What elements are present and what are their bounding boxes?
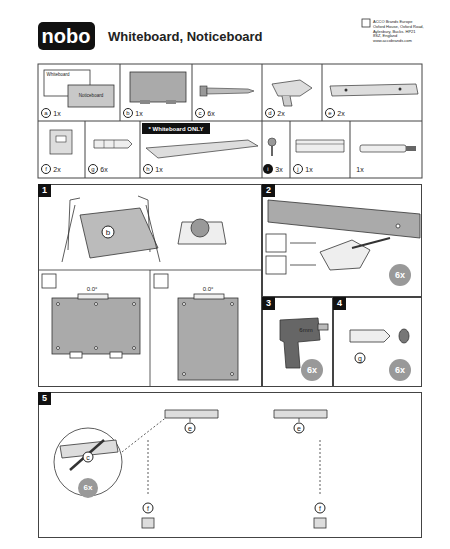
quantity-badge: 6x <box>395 366 405 375</box>
quantity-label: 2x <box>53 166 60 173</box>
part-letter: c <box>195 108 205 118</box>
part-letter: d <box>265 108 275 118</box>
quantity-label: Noticeboard <box>79 94 103 99</box>
part-letter: i <box>263 164 273 174</box>
page-title: Whiteboard, Noticeboard <box>108 30 263 43</box>
parts-panel <box>38 64 422 178</box>
step-number: 1 <box>38 184 51 197</box>
step4-drawing <box>350 329 411 381</box>
part-letter: a <box>41 108 51 118</box>
step3-drawing <box>280 318 328 381</box>
part-letter: e <box>294 423 305 434</box>
quantity-label: Whiteboard <box>46 73 69 78</box>
step-panel: 2 <box>262 184 422 297</box>
quantity-label: 1x <box>305 166 312 173</box>
step-panel: 3 <box>262 297 333 387</box>
quantity-label: 6x <box>207 110 214 117</box>
inverse-label: * Whiteboard ONLY <box>149 126 204 132</box>
quantity-label: 2x <box>277 110 284 117</box>
quantity-label: 1x <box>356 166 363 173</box>
parts-drawings <box>44 70 418 158</box>
part-letter: b <box>123 108 133 118</box>
part-letter: f <box>41 164 51 174</box>
quantity-label: 1x <box>53 110 60 117</box>
quantity-label: 6x <box>100 166 107 173</box>
step-panel: 4 <box>333 297 422 387</box>
part-letter: f <box>143 503 154 514</box>
part-letter: b <box>102 226 115 239</box>
part-letter: h <box>143 164 153 174</box>
step-number: 2 <box>262 184 275 197</box>
part-letter: j <box>293 164 303 174</box>
part-letter: e <box>325 108 335 118</box>
quantity-label: 1x <box>135 110 142 117</box>
inverse-label: nobo <box>42 26 91 46</box>
quantity-badge: 6x <box>84 484 93 492</box>
quantity-label: 0.0° <box>87 286 98 292</box>
quantity-badge: 6x <box>307 366 317 375</box>
acco-logo <box>362 19 370 27</box>
step-number: 4 <box>333 297 346 310</box>
part-letter: f <box>315 503 326 514</box>
logo-badge <box>38 22 95 50</box>
quantity-label: 3x <box>275 166 282 173</box>
step-panel: 1 <box>38 184 262 387</box>
part-letter: c <box>83 452 94 463</box>
part-letter: e <box>185 423 196 434</box>
part-letter: g <box>355 353 366 364</box>
step1-drawing <box>38 196 262 387</box>
quantity-label: 1x <box>155 166 162 173</box>
step2-drawing <box>266 200 420 286</box>
step5-drawing <box>54 410 327 528</box>
quantity-label: 2x <box>337 110 344 117</box>
quantity-label: 6mm <box>299 327 312 333</box>
address-text: ACCO Brands Europe Oxford House, Oxford … <box>373 20 425 44</box>
step-panel: 5 <box>38 392 422 538</box>
quantity-badge: 6x <box>395 271 405 280</box>
step-number: 3 <box>262 297 275 310</box>
part-letter: g <box>88 164 98 174</box>
quantity-label: 0.0° <box>203 286 214 292</box>
step-number: 5 <box>38 392 51 405</box>
